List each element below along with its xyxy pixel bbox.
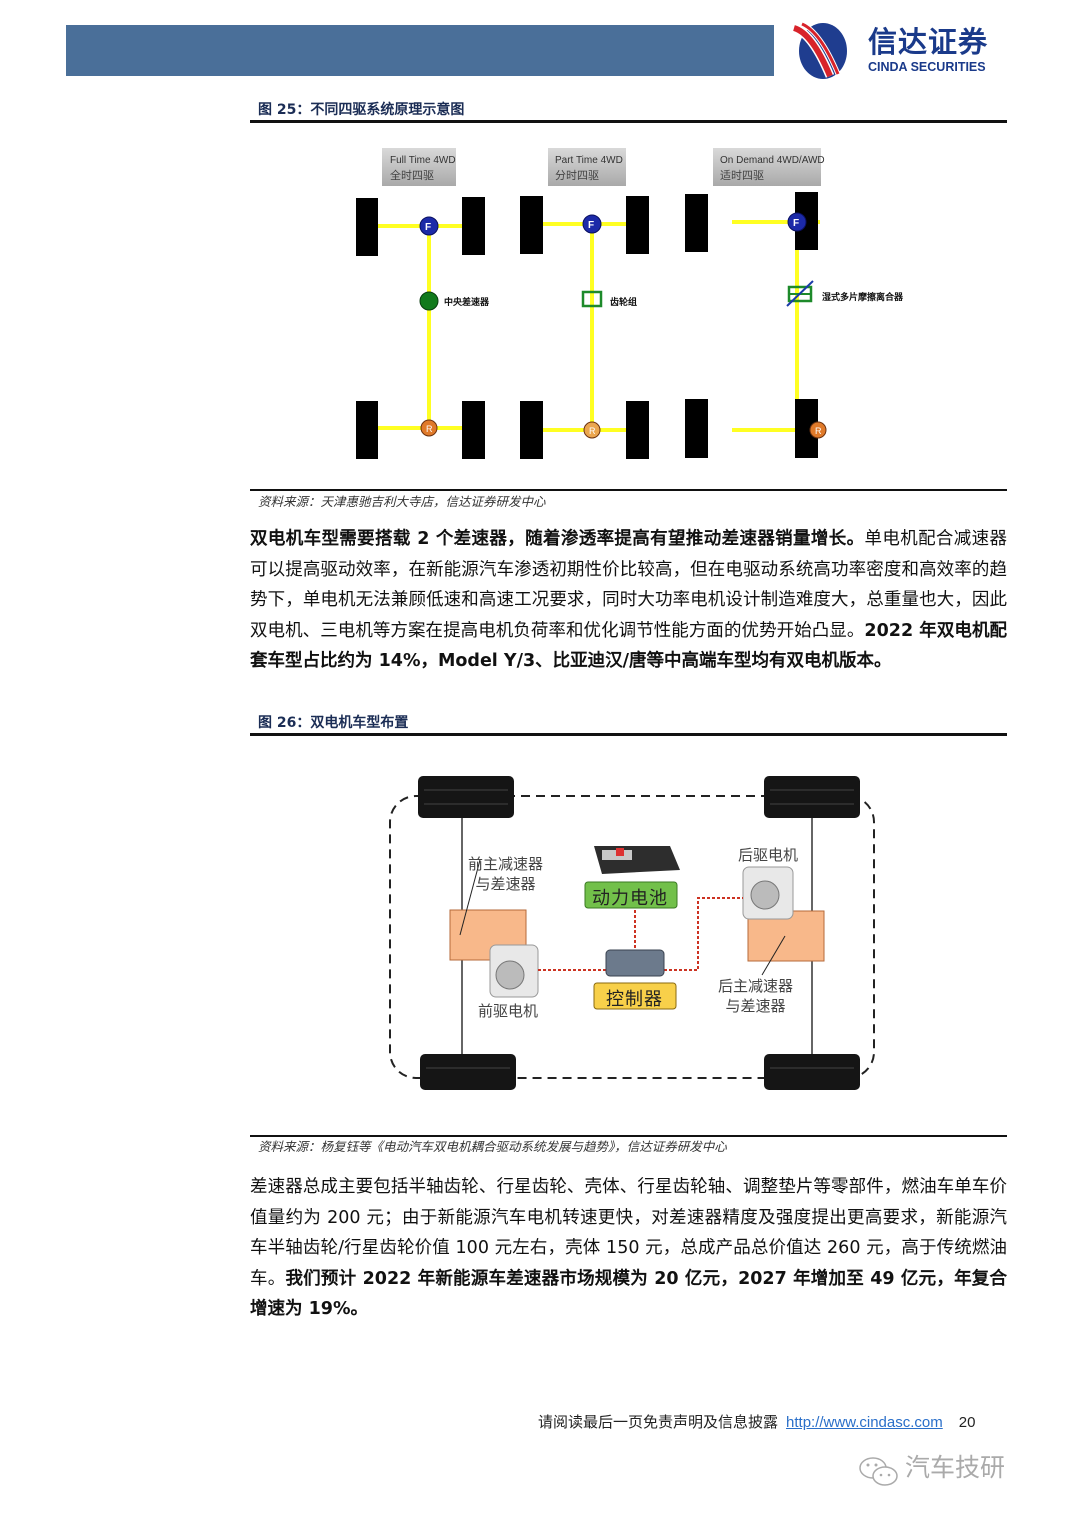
website-link[interactable]: http://www.cindasc.com	[786, 1414, 943, 1431]
svg-text:R: R	[815, 426, 822, 436]
controller-label: 控制器	[606, 989, 663, 1010]
paragraph-1-body: 单电机配合减速器可以提高驱动效率，在新能源汽车渗透初期性价比较高，但在电驱动系统…	[250, 529, 1008, 641]
full-time-4wd-system: Full Time 4WD 全时四驱 F 中央差速器 R	[356, 148, 490, 459]
brand-name-en: CINDA SECURITIES	[868, 60, 986, 74]
figure-25-title: 图 25：不同四驱系统原理示意图	[258, 102, 465, 118]
cinda-logo-icon	[792, 22, 847, 79]
battery-label: 动力电池	[592, 888, 668, 909]
paragraph-2-bold-tail: 我们预计 2022 年新能源车差速器市场规模为 20 亿元，2027 年增加至 …	[250, 1268, 1008, 1320]
svg-text:Full Time 4WD: Full Time 4WD	[390, 155, 456, 166]
rear-reducer-label: 后主减速器 与差速器	[718, 977, 794, 1015]
page-number: 20	[958, 1414, 976, 1431]
figure-25-bottom-rule	[250, 489, 1007, 491]
paragraph-dual-motor: 双电机车型需要搭载 2 个差速器，随着渗透率提高有望推动差速器销量增长。单电机配…	[250, 524, 1007, 677]
page-footer: 请阅读最后一页免责声明及信息披露 http://www.cindasc.com 20	[538, 1412, 975, 1433]
front-motor-label: 前驱电机	[478, 1002, 539, 1020]
part-time-4wd-system: Part Time 4WD 分时四驱 F 齿轮组 R	[520, 148, 649, 459]
figure-26-bottom-rule	[250, 1135, 1007, 1137]
battery-icon	[594, 846, 680, 874]
paragraph-1-bold-lead: 双电机车型需要搭载 2 个差速器，随着渗透率提高有望推动差速器销量增长。	[250, 529, 865, 549]
tire-icon	[418, 776, 514, 818]
svg-text:分时四驱: 分时四驱	[555, 169, 599, 182]
svg-text:R: R	[426, 424, 433, 434]
svg-text:中央差速器: 中央差速器	[444, 296, 490, 308]
tire-icon	[764, 1054, 860, 1090]
svg-text:F: F	[588, 220, 594, 231]
4wd-systems-diagram: Full Time 4WD 全时四驱 F 中央差速器 R Part Time 4…	[356, 148, 904, 459]
figure-26-title: 图 26：双电机车型布置	[258, 715, 409, 731]
figure-25-source: 资料来源：天津惠驰吉利大寺店，信达证券研发中心	[258, 494, 546, 509]
header-bar	[66, 25, 774, 76]
wechat-icon	[859, 1457, 898, 1486]
figure-26-top-rule	[250, 733, 1007, 736]
svg-text:Part Time 4WD: Part Time 4WD	[555, 155, 623, 166]
rear-motor-label: 后驱电机	[738, 846, 799, 864]
paragraph-1-bold-tail: 2022 年双电机配套车型占比约为 14%，Model Y/3、比亚迪汉/唐等中…	[250, 620, 1007, 672]
paragraph-2-body: 差速器总成主要包括半轴齿轮、行星齿轮、壳体、行星齿轮轴、调整垫片等零部件，燃油车…	[250, 1177, 1007, 1289]
svg-text:适时四驱: 适时四驱	[720, 169, 764, 182]
on-demand-4wd-system: On Demand 4WD/AWD 适时四驱 F 湿式多片摩擦离合器 R	[685, 148, 904, 458]
svg-text:湿式多片摩擦离合器: 湿式多片摩擦离合器	[822, 291, 904, 303]
watermark-text: 汽车技研	[905, 1453, 1006, 1482]
svg-text:F: F	[793, 218, 799, 229]
tire-icon	[764, 776, 860, 818]
svg-text:On Demand 4WD/AWD: On Demand 4WD/AWD	[720, 155, 825, 166]
brand-name-cn: 信达证券	[868, 25, 989, 59]
svg-text:齿轮组: 齿轮组	[610, 296, 637, 308]
dual-motor-layout-diagram: 前主减速器 与差速器 前驱电机 动力电池 控制器 后驱电机 后主减速器 与差速器	[380, 770, 880, 1090]
paragraph-differential-market: 差速器总成主要包括半轴齿轮、行星齿轮、壳体、行星齿轮轴、调整垫片等零部件，燃油车…	[250, 1172, 1007, 1325]
tire-icon	[420, 1054, 516, 1090]
disclaimer-text: 请阅读最后一页免责声明及信息披露	[538, 1413, 779, 1431]
svg-text:全时四驱: 全时四驱	[390, 168, 434, 182]
controller-icon	[605, 949, 665, 977]
figure-26-source: 资料来源：杨复钰等《电动汽车双电机耦合驱动系统发展与趋势》，信达证券研发中心	[258, 1139, 727, 1154]
front-reducer-label: 前主减速器 与差速器	[468, 855, 544, 893]
svg-text:R: R	[589, 426, 596, 436]
figure-25-top-rule	[250, 120, 1007, 123]
svg-text:F: F	[425, 222, 431, 233]
